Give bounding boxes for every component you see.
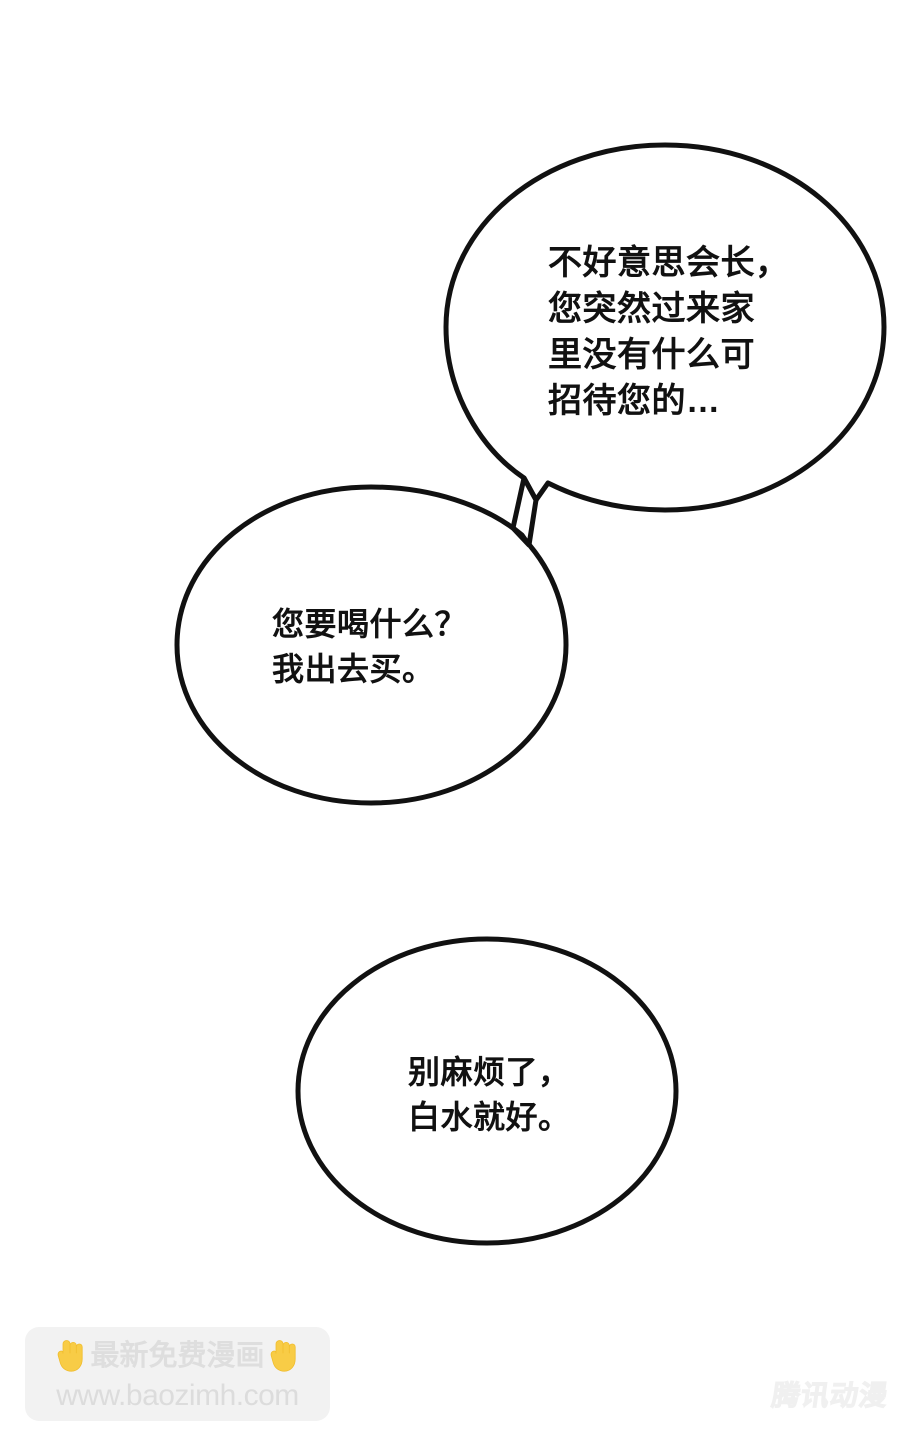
speech-bubble-connector	[510, 475, 539, 548]
speech-bubble-2-text: 您要喝什么？ 我出去买。	[272, 606, 468, 687]
site-watermark-headline-row: 最新免费漫画	[56, 1335, 298, 1377]
site-watermark-banner[interactable]: 最新免费漫画 www.baozimh.com	[25, 1327, 330, 1421]
publisher-watermark: 腾讯动漫	[769, 1380, 891, 1412]
speech-bubble-1-text: 不好意思会长， 您突然过来家 里没有什么可 招待您的…	[548, 244, 790, 420]
speech-bubble-3-text: 别麻烦了， 白水就好。	[408, 1054, 571, 1135]
pointing-down-hand-icon-right	[269, 1340, 299, 1372]
pointing-down-hand-icon-left	[56, 1340, 86, 1372]
site-watermark-url[interactable]: www.baozimh.com	[56, 1379, 299, 1412]
site-watermark-headline: 最新免费漫画	[90, 1339, 265, 1372]
